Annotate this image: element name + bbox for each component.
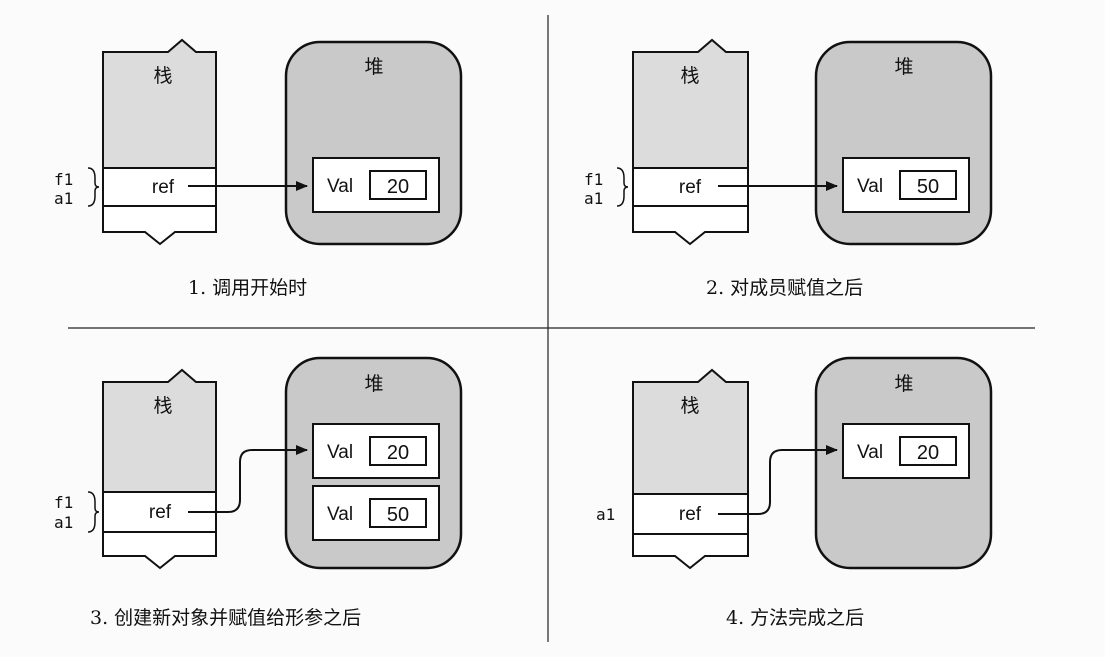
heap-title: 堆 bbox=[894, 56, 913, 78]
panel-4: 栈 ref a1 堆 Val 20 4. 方法完成之后 bbox=[596, 356, 993, 629]
val-label: Val bbox=[327, 176, 353, 197]
value-number: 20 bbox=[917, 442, 939, 464]
stack-bottom bbox=[632, 205, 749, 246]
var-label-f1: f1 bbox=[54, 170, 73, 189]
var-label-a1: a1 bbox=[54, 513, 73, 532]
ref-label: ref bbox=[679, 504, 702, 525]
stack-title: 栈 bbox=[680, 65, 699, 87]
value-number: 50 bbox=[917, 176, 939, 198]
panel-caption: 1. 调用开始时 bbox=[188, 277, 307, 299]
panel-1: 栈 ref f1 a1 堆 Val 20 1. 调用开始时 bbox=[54, 38, 463, 299]
value-box bbox=[899, 170, 957, 200]
stack-title: 栈 bbox=[680, 395, 699, 417]
value-box bbox=[369, 170, 427, 200]
value-box bbox=[369, 436, 427, 466]
val-label: Val bbox=[327, 442, 353, 463]
var-label-a1: a1 bbox=[584, 189, 603, 208]
ref-arrow bbox=[718, 445, 838, 515]
stack-frame bbox=[102, 368, 217, 493]
ref-label: ref bbox=[679, 177, 702, 198]
panel-2: 栈 ref f1 a1 堆 Val 50 2. 对成员赋值之后 bbox=[584, 38, 993, 299]
ref-arrow bbox=[188, 445, 308, 513]
stack-frame bbox=[632, 38, 749, 169]
panel-caption: 2. 对成员赋值之后 bbox=[706, 277, 863, 299]
value-number: 20 bbox=[387, 442, 409, 464]
var-label-a1: a1 bbox=[54, 189, 73, 208]
stack-bottom bbox=[632, 533, 749, 570]
var-brace bbox=[616, 167, 629, 207]
heap-title: 堆 bbox=[364, 373, 383, 395]
var-label-f1: f1 bbox=[584, 170, 603, 189]
stack-frame bbox=[102, 38, 217, 169]
ref-label: ref bbox=[149, 502, 172, 523]
value-number: 50 bbox=[387, 504, 409, 526]
var-brace bbox=[87, 167, 100, 207]
val-label: Val bbox=[857, 176, 883, 197]
var-label-a1: a1 bbox=[596, 505, 615, 524]
stack-bottom bbox=[102, 531, 217, 570]
var-brace bbox=[87, 491, 100, 533]
ref-label: ref bbox=[152, 177, 175, 198]
panel-caption: 3. 创建新对象并赋值给形参之后 bbox=[90, 607, 361, 629]
panel-3: 栈 ref f1 a1 堆 Val 20 Val 50 3. 创建新对象并赋值给… bbox=[54, 356, 463, 629]
stack-title: 栈 bbox=[153, 395, 172, 417]
heap-title: 堆 bbox=[364, 56, 383, 78]
val-label: Val bbox=[857, 442, 883, 463]
val-label: Val bbox=[327, 504, 353, 525]
stack-frame bbox=[632, 368, 749, 495]
stack-bottom bbox=[102, 205, 217, 246]
stack-title: 栈 bbox=[153, 65, 172, 87]
value-box bbox=[369, 498, 427, 528]
var-label-f1: f1 bbox=[54, 493, 73, 512]
value-box bbox=[899, 436, 957, 466]
value-number: 20 bbox=[387, 176, 409, 198]
heap-title: 堆 bbox=[894, 373, 913, 395]
panel-caption: 4. 方法完成之后 bbox=[726, 607, 864, 629]
